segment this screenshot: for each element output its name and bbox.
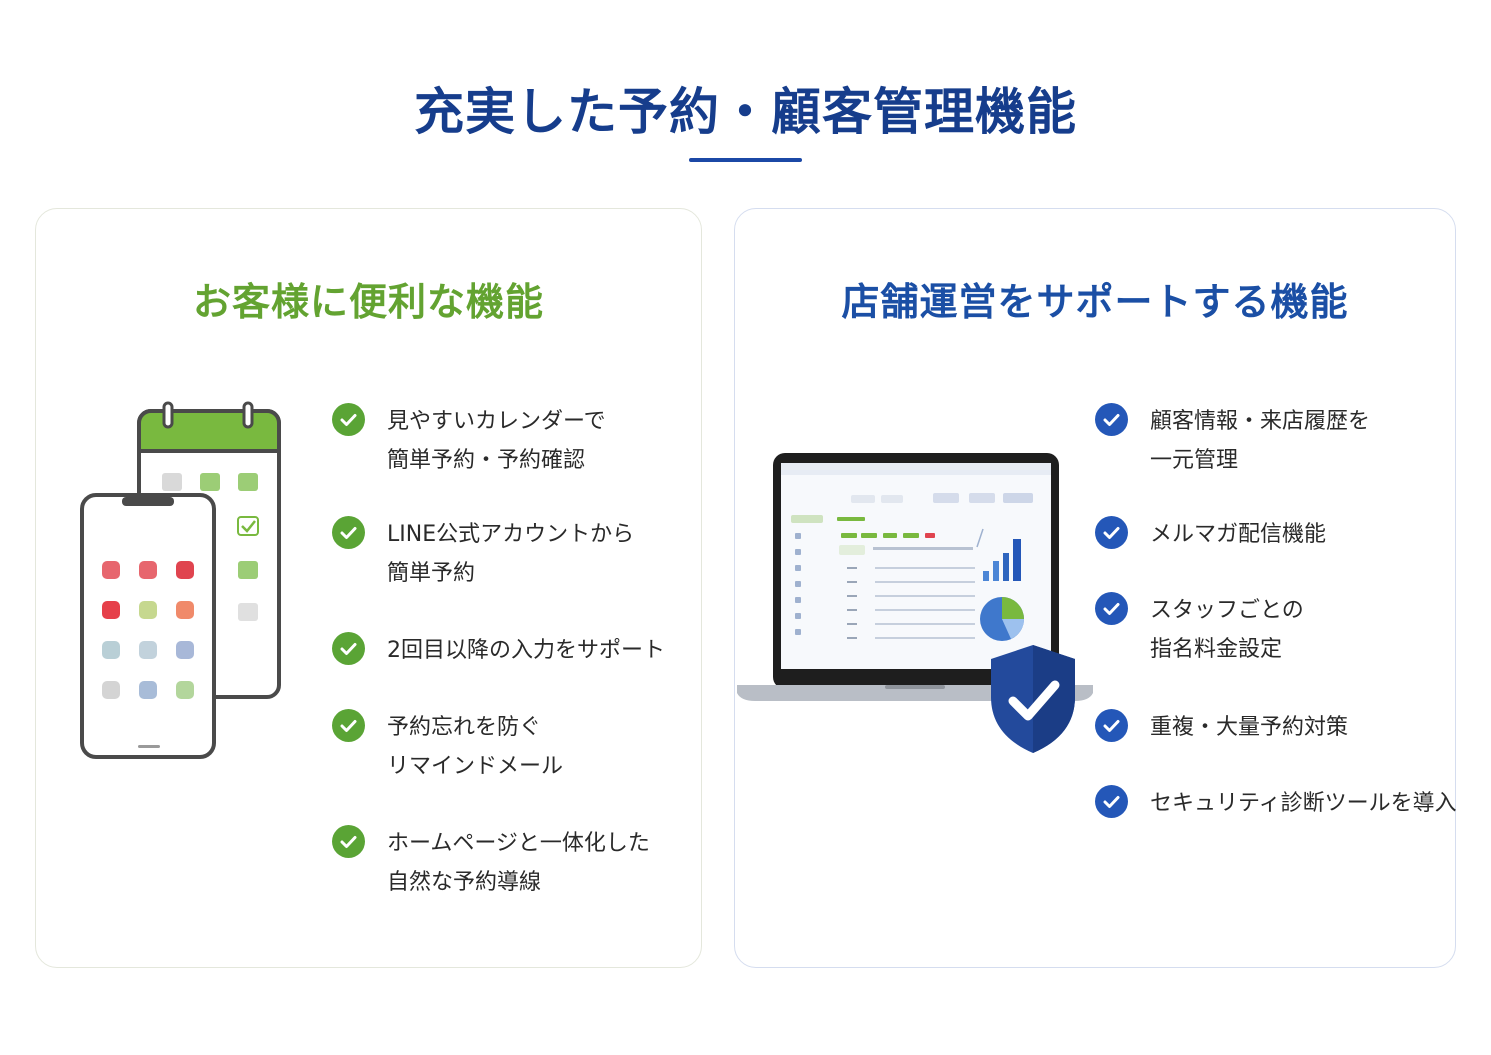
page-title: 充実した予約・顧客管理機能	[414, 83, 1077, 141]
customer-feature-item: LINE公式アカウントから 簡単予約	[332, 515, 634, 593]
check-circle-icon	[1095, 709, 1128, 742]
calendar-phone-illustration	[80, 401, 281, 759]
store-feature-item: セキュリティ診断ツールを導入	[1095, 784, 1457, 823]
feature-line: スタッフごとの	[1150, 598, 1304, 623]
feature-text: ホームページと一体化した 自然な予約導線	[387, 824, 650, 902]
customer-features-title: お客様に便利な機能	[192, 280, 544, 324]
feature-line: 2回目以降の入力をサポート	[387, 638, 665, 663]
feature-text: 見やすいカレンダーで 簡単予約・予約確認	[387, 402, 606, 480]
feature-line: セキュリティ診断ツールを導入	[1150, 791, 1457, 816]
feature-line: 見やすいカレンダーで	[387, 409, 606, 434]
store-features-title: 店舗運営をサポートする機能	[841, 280, 1349, 324]
customer-feature-item: ホームページと一体化した 自然な予約導線	[332, 824, 650, 902]
store-feature-item: 重複・大量予約対策	[1095, 708, 1348, 747]
laptop-icon	[737, 453, 1093, 701]
store-feature-item: メルマガ配信機能	[1095, 515, 1326, 554]
store-features-card: 店舗運営をサポートする機能	[734, 208, 1457, 968]
feature-line: 重複・大量予約対策	[1150, 715, 1349, 740]
title-underline	[689, 158, 802, 162]
check-circle-icon	[332, 709, 365, 742]
laptop-dashboard-illustration	[737, 453, 1093, 753]
feature-line: 自然な予約導線	[387, 870, 542, 895]
feature-text: 予約忘れを防ぐ リマインドメール	[387, 708, 563, 786]
smartphone-icon	[80, 493, 216, 759]
check-circle-icon	[332, 516, 365, 549]
feature-text: 重複・大量予約対策	[1150, 708, 1348, 747]
store-feature-item: 顧客情報・来店履歴を 一元管理	[1095, 402, 1370, 480]
feature-line: 簡単予約	[387, 561, 476, 586]
check-circle-icon	[1095, 516, 1128, 549]
customer-feature-item: 2回目以降の入力をサポート	[332, 631, 665, 670]
feature-text: 顧客情報・来店履歴を 一元管理	[1150, 402, 1370, 480]
customer-feature-item: 予約忘れを防ぐ リマインドメール	[332, 708, 563, 786]
check-circle-icon	[1095, 785, 1128, 818]
feature-line: 簡単予約・予約確認	[387, 448, 586, 473]
feature-line: ホームページと一体化した	[387, 831, 650, 856]
check-circle-icon	[332, 825, 365, 858]
feature-text: 2回目以降の入力をサポート	[387, 631, 665, 670]
store-feature-item: スタッフごとの 指名料金設定	[1095, 591, 1304, 669]
shield-check-icon	[991, 645, 1075, 753]
feature-line: リマインドメール	[387, 754, 564, 779]
feature-line: 指名料金設定	[1150, 637, 1283, 662]
feature-line: メルマガ配信機能	[1150, 522, 1327, 547]
feature-text: LINE公式アカウントから 簡単予約	[387, 515, 634, 593]
feature-line: 一元管理	[1150, 448, 1239, 473]
check-circle-icon	[1095, 403, 1128, 436]
feature-line: LINE公式アカウントから	[387, 522, 635, 547]
check-circle-icon	[332, 403, 365, 436]
feature-line: 顧客情報・来店履歴を	[1150, 409, 1371, 434]
feature-text: メルマガ配信機能	[1150, 515, 1326, 554]
customer-feature-item: 見やすいカレンダーで 簡単予約・予約確認	[332, 402, 606, 480]
feature-text: スタッフごとの 指名料金設定	[1150, 591, 1304, 669]
customer-features-card: お客様に便利な機能	[35, 208, 702, 968]
check-circle-icon	[332, 632, 365, 665]
feature-line: 予約忘れを防ぐ	[387, 715, 542, 740]
feature-text: セキュリティ診断ツールを導入	[1150, 784, 1457, 823]
check-circle-icon	[1095, 592, 1128, 625]
